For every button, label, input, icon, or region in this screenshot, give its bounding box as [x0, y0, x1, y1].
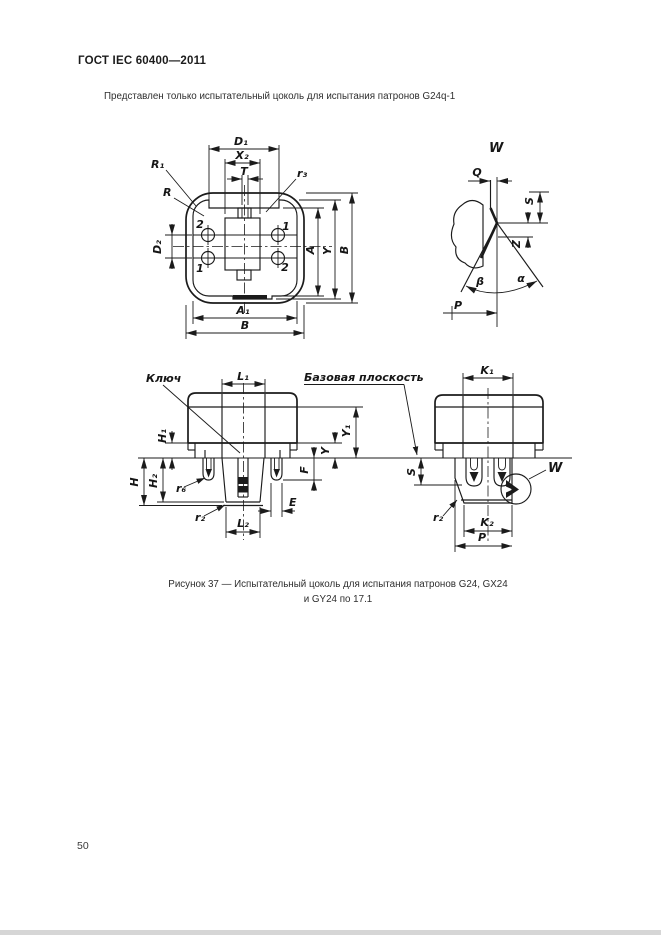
dim-label-r6: r₆ [176, 482, 186, 495]
front-view-pins [465, 458, 511, 487]
dim-label-r1: R₁ [151, 158, 164, 171]
dim-label-e: E [289, 496, 297, 509]
figure-caption-line2: и GY24 по 17.1 [303, 594, 373, 605]
pin-number-bottom-right: 2 [281, 261, 289, 274]
contact-pins [200, 225, 286, 268]
dim-label-b-bottom: B [241, 319, 249, 332]
broken-out-section [450, 199, 484, 269]
dim-label-d1: D₁ [234, 135, 248, 148]
side-view-pins [202, 458, 283, 481]
dim-label-a1: A₁ [235, 304, 250, 317]
angle-label-alpha: α [517, 272, 525, 285]
detail-w-reference-label: W [548, 461, 563, 476]
dim-label-p-detail: P [454, 299, 462, 312]
dim-label-h2: H₂ [147, 474, 160, 488]
dim-label-r: R [163, 186, 171, 199]
dim-label-t: T [240, 165, 249, 178]
dim-label-r2-front: r₂ [433, 511, 443, 524]
dim-label-r3: r₃ [297, 167, 307, 180]
dim-label-q: Q [472, 166, 481, 179]
intro-note: Представлен только испытательный цоколь … [104, 91, 456, 102]
dim-label-s-front: S [405, 468, 418, 476]
dim-label-k1: K₁ [480, 364, 494, 377]
dim-label-h: H [128, 477, 141, 486]
dim-label-y-right: Y [321, 246, 334, 255]
key-lug-profile [506, 480, 519, 498]
pin-number-top-left: 2 [196, 218, 204, 231]
angle-label-beta: β [475, 275, 484, 288]
dim-label-b-right: B [338, 246, 351, 254]
key-profile-edge [479, 222, 499, 259]
detail-w-view: W Q S Z β α P [443, 141, 549, 327]
page-bottom-edge [0, 930, 661, 935]
front-view: W K₁ S r₂ K₂ P [405, 364, 563, 552]
key-label: Ключ [146, 372, 181, 385]
pin-number-top-right: 1 [282, 220, 290, 233]
dim-label-l1: L₁ [237, 370, 249, 383]
page-number: 50 [77, 840, 89, 852]
dim-label-p-front: P [478, 531, 486, 544]
standard-header: ГОСТ IEC 60400—2011 [78, 55, 207, 67]
dim-label-l2: L₂ [237, 517, 249, 530]
dim-label-h1: H₁ [156, 429, 169, 443]
dim-label-y1: Y₁ [340, 424, 353, 437]
dim-label-k2: K₂ [480, 516, 494, 529]
figure-caption: Рисунок 37 — Испытательный цоколь для ис… [78, 577, 598, 607]
dim-label-d2: D₂ [151, 240, 164, 254]
dim-label-z: Z [510, 239, 523, 249]
dim-label-a: A [304, 246, 317, 256]
dim-label-s-detail: S [523, 197, 536, 205]
dim-label-x2: X₂ [234, 149, 248, 162]
top-view: 2 1 1 2 D₁ X₂ T R₁ R r₃ [151, 135, 358, 339]
figure-caption-line1: Рисунок 37 — Испытательный цоколь для ис… [168, 579, 508, 590]
detail-w-title: W [489, 141, 504, 156]
side-view: Ключ L₁ Базовая плоскость Y₁ Y F [128, 370, 424, 540]
center-key-body [224, 217, 261, 271]
detail-w-callout-circle [500, 473, 532, 505]
base-plane-label: Базовая плоскость [304, 371, 424, 384]
dim-label-y-side: Y [319, 446, 332, 455]
key-chamfer-edge [489, 207, 499, 224]
dim-label-f: F [298, 466, 311, 474]
dim-label-r2-side: r₂ [195, 511, 205, 524]
pin-number-bottom-left: 1 [196, 262, 204, 275]
key-slot-section [238, 477, 248, 484]
bottom-key-slot [233, 295, 267, 299]
